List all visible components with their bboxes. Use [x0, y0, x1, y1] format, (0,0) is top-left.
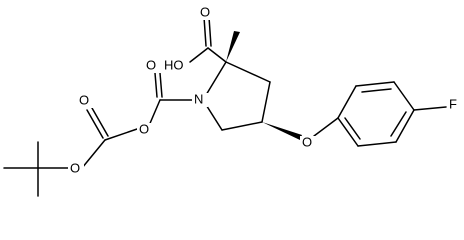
atom-label-acid-carbonyl-o: O	[200, 4, 210, 19]
bond-c2-cooh	[207, 47, 227, 63]
bond-ar-1-2	[337, 85, 357, 119]
bond-acid-c-oh	[189, 47, 209, 63]
atom-label-anhydride-o: O	[139, 121, 149, 136]
atom-label-carbonate-o: O	[79, 92, 89, 107]
bond-ar-4-5	[395, 109, 415, 143]
atom-label-carbamate-o: O	[146, 57, 156, 72]
atom-label-hydroxyl: HO	[164, 57, 184, 72]
atom-label-nitrogen: N	[194, 91, 203, 106]
bond-ar-2-3	[355, 81, 395, 87]
wedge-methyl	[226, 31, 240, 62]
bond-carbonate-c-tbu-o	[81, 139, 106, 169]
bond-ar-f	[413, 106, 447, 111]
bond-ar-5-6	[357, 141, 397, 147]
bond-ar-inner-b	[390, 111, 407, 137]
bond-oaryl-ring	[313, 117, 339, 137]
bond-ar-3-4	[393, 81, 415, 111]
molecule-structure: O HO O N O O O O F	[3, 4, 461, 197]
bond-carbonate-c-o-double-b	[91, 107, 109, 137]
bond-carbamate-c-o-double-b	[159, 72, 163, 98]
atom-label-aryl-ether-o: O	[302, 134, 312, 149]
bond-c3-c4	[261, 81, 271, 123]
label-layer: O HO O N O O O O F	[68, 4, 461, 176]
bond-carbonate-c-o-double-a	[86, 109, 104, 139]
bond-carbamate-c-o-double-a	[154, 72, 158, 98]
bond-anhydride-o-carbonate-c	[104, 127, 141, 141]
bond-ar-inner-c	[344, 117, 361, 140]
atom-label-fluorine: F	[449, 96, 457, 111]
wedge-c4-oaryl	[262, 122, 302, 140]
bond-acid-c-o-double-a	[203, 16, 207, 47]
bond-acid-c-o-double-b	[208, 16, 212, 47]
bond-ar-6-1	[337, 117, 359, 147]
atom-label-tbu-o: O	[70, 160, 80, 175]
bond-c4-c5	[221, 121, 263, 131]
bond-c2-c3	[225, 61, 271, 83]
bond-ar-inner-a	[361, 88, 392, 93]
